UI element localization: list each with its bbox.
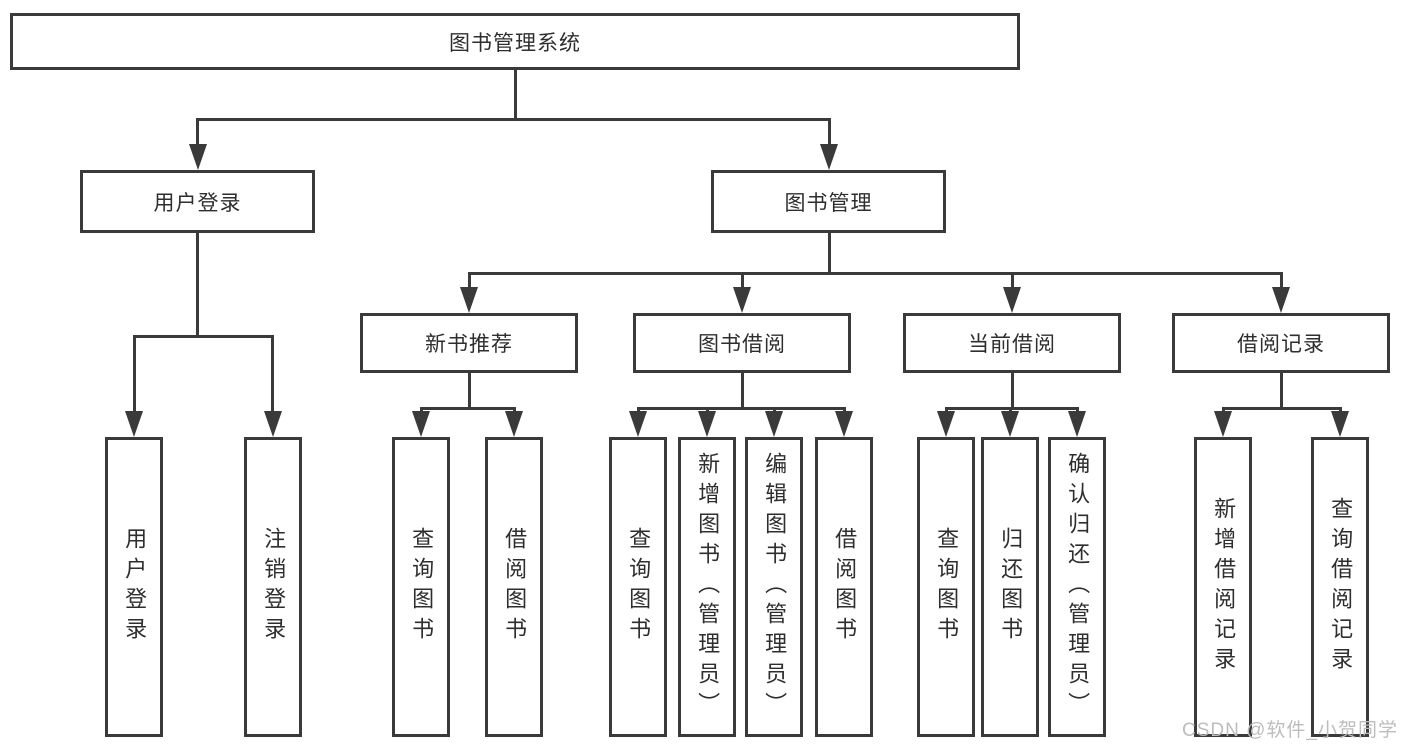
connector-recommend-bar	[420, 407, 516, 410]
node-library-management-system: 图书管理系统	[10, 13, 1020, 70]
arrow-down-icon	[1001, 411, 1019, 437]
leaf-logout: 注销登录	[244, 437, 302, 737]
node-current-borrow: 当前借阅	[903, 313, 1121, 373]
connector-stub	[271, 335, 274, 411]
arrow-down-icon	[765, 411, 783, 437]
leaf-label: 编辑图书（管理员）	[762, 452, 788, 722]
node-user-login: 用户登录	[80, 170, 315, 233]
arrow-down-icon	[412, 411, 430, 437]
connector-root-right-stub	[828, 118, 831, 146]
leaf-borrow-add-book-admin: 新增图书（管理员）	[678, 437, 736, 737]
leaf-label: 注销登录	[261, 527, 287, 647]
arrow-down-icon	[698, 411, 716, 437]
arrow-down-icon	[460, 287, 478, 313]
connector-root-stem	[514, 70, 517, 118]
connector-stub	[741, 272, 744, 289]
connector-stub	[843, 407, 846, 413]
connector-borrow-bar	[637, 407, 846, 410]
node-label: 图书借阅	[698, 333, 786, 356]
arrow-down-icon	[1068, 411, 1086, 437]
connector-record-bar	[1222, 407, 1342, 410]
arrow-down-icon	[835, 411, 853, 437]
leaf-label: 新增图书（管理员）	[695, 452, 721, 722]
leaf-label: 查询图书	[934, 527, 960, 647]
csdn-watermark: CSDN @软件_小贺同学	[1182, 720, 1398, 741]
connector-user-login-stem	[196, 233, 199, 335]
leaf-recommend-borrow-book: 借阅图书	[485, 437, 543, 737]
arrow-down-icon	[733, 287, 751, 313]
leaf-label: 查询图书	[626, 527, 652, 647]
node-label: 图书管理	[784, 191, 873, 215]
connector-stub	[468, 272, 471, 289]
leaf-record-query: 查询借阅记录	[1311, 437, 1369, 737]
connector-stub	[1280, 272, 1283, 289]
arrow-down-icon	[1214, 411, 1232, 437]
connector-stub	[1009, 407, 1012, 413]
connector-record-stem	[1280, 373, 1283, 407]
leaf-label: 查询借阅记录	[1328, 497, 1354, 677]
connector-stub	[1011, 272, 1014, 289]
connector-borrow-stem	[741, 373, 744, 407]
connector-user-login-bar	[133, 335, 273, 338]
arrow-down-icon	[937, 411, 955, 437]
leaf-borrow-query-book: 查询图书	[609, 437, 667, 737]
leaf-borrow-borrow-book: 借阅图书	[815, 437, 873, 737]
arrow-down-icon	[1331, 411, 1349, 437]
leaf-label: 借阅图书	[832, 527, 858, 647]
connector-stub	[945, 407, 948, 413]
leaf-label: 用户登录	[122, 527, 148, 647]
leaf-label: 确认归还（管理员）	[1065, 452, 1091, 722]
leaf-label: 借阅图书	[502, 527, 528, 647]
connector-stub	[773, 407, 776, 413]
leaf-user-login: 用户登录	[105, 437, 163, 737]
connector-stub	[1222, 407, 1225, 413]
connector-book-mgmt-bar	[468, 272, 1282, 275]
connector-root-bar	[196, 118, 830, 121]
leaf-current-query-book: 查询图书	[917, 437, 975, 737]
arrow-down-icon	[1003, 287, 1021, 313]
connector-root-left-stub	[196, 118, 199, 146]
node-borrow-record: 借阅记录	[1172, 313, 1390, 373]
connector-stub	[420, 407, 423, 413]
leaf-borrow-edit-book-admin: 编辑图书（管理员）	[745, 437, 803, 737]
leaf-current-confirm-return-admin: 确认归还（管理员）	[1048, 437, 1106, 737]
arrow-down-icon	[125, 411, 143, 437]
connector-recommend-stem	[468, 373, 471, 407]
connector-book-mgmt-stem	[828, 233, 831, 272]
arrow-down-icon	[1272, 287, 1290, 313]
node-label: 当前借阅	[968, 333, 1056, 356]
connector-stub	[706, 407, 709, 413]
node-book-management: 图书管理	[711, 170, 946, 233]
arrow-down-icon	[505, 411, 523, 437]
arrow-down-icon	[820, 144, 838, 170]
node-label: 用户登录	[153, 191, 242, 215]
connector-stub	[513, 407, 516, 413]
node-label: 借阅记录	[1237, 333, 1325, 356]
node-label: 图书管理系统	[449, 31, 581, 55]
leaf-current-return-book: 归还图书	[981, 437, 1039, 737]
arrow-down-icon	[264, 411, 282, 437]
node-book-borrow: 图书借阅	[633, 313, 851, 373]
connector-current-bar	[945, 407, 1079, 410]
arrow-down-icon	[189, 144, 207, 170]
connector-stub	[1339, 407, 1342, 413]
arrow-down-icon	[629, 411, 647, 437]
leaf-label: 归还图书	[998, 527, 1024, 647]
leaf-label: 新增借阅记录	[1211, 497, 1237, 677]
connector-stub	[637, 407, 640, 413]
leaf-recommend-query-book: 查询图书	[392, 437, 450, 737]
connector-stub	[1076, 407, 1079, 413]
node-label: 新书推荐	[425, 333, 513, 356]
leaf-record-add: 新增借阅记录	[1194, 437, 1252, 737]
node-new-book-recommend: 新书推荐	[360, 313, 578, 373]
leaf-label: 查询图书	[409, 527, 435, 647]
connector-current-stem	[1011, 373, 1014, 407]
connector-stub	[133, 335, 136, 411]
